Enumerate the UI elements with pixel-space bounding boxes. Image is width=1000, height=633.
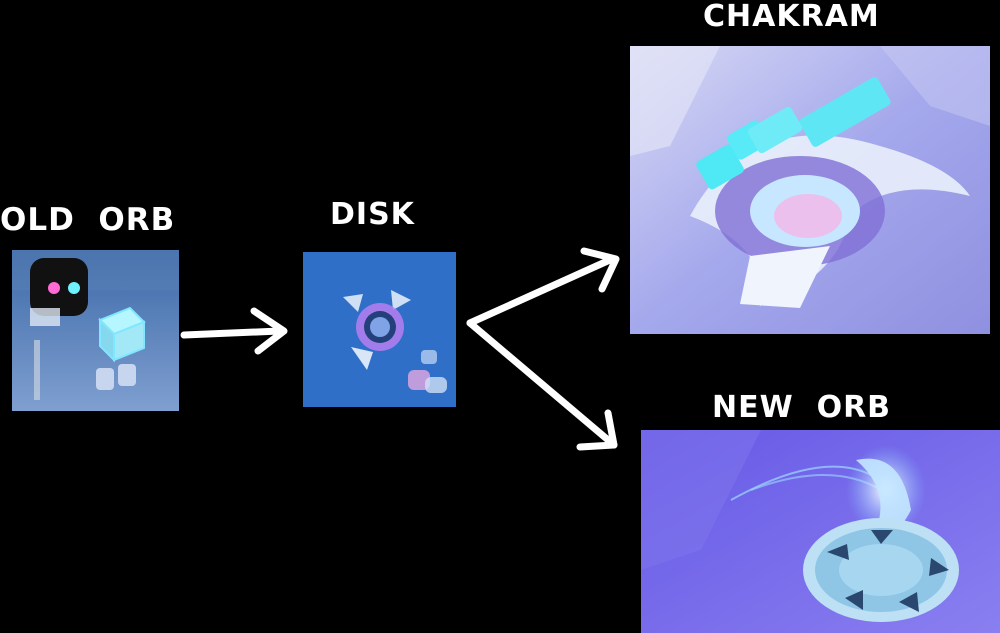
disk-image [303, 252, 456, 407]
branch-arrow-icon [466, 247, 620, 451]
old-orb-label: OLD ORB [0, 202, 176, 238]
arrow-right-icon [180, 307, 288, 355]
disk-label: DISK [330, 197, 415, 232]
chakram-label: CHAKRAM [703, 0, 880, 34]
chakram-image [630, 46, 990, 334]
old-orb-image [12, 250, 179, 411]
new-orb-image [641, 430, 1000, 633]
new-orb-label: NEW ORB [712, 390, 892, 425]
